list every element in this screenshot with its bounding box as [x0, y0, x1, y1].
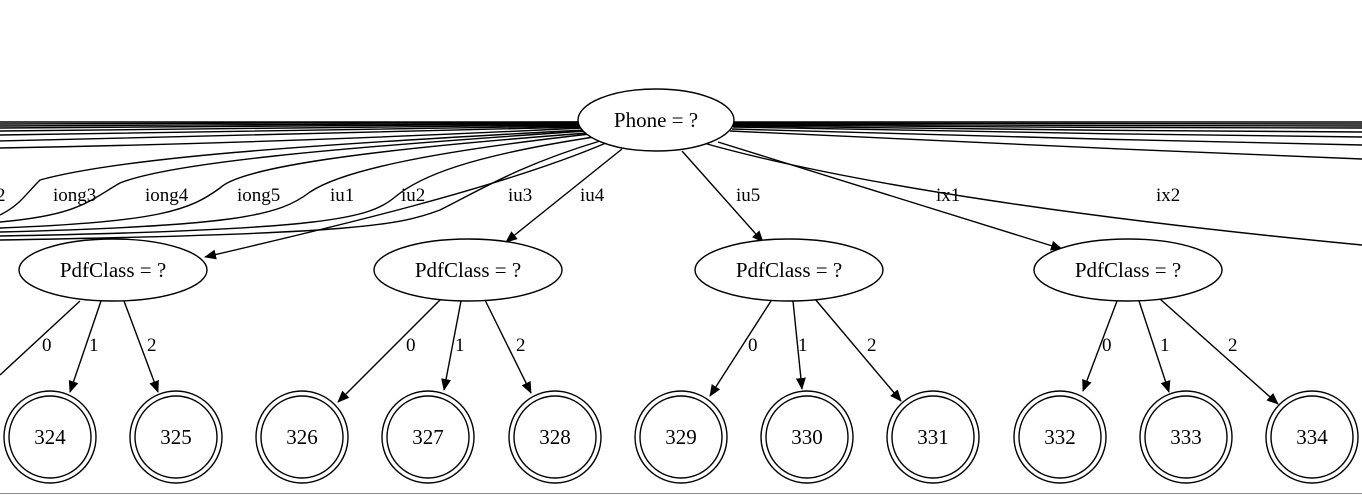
pdf-node-2-label: PdfClass = ?: [415, 258, 521, 282]
pdf3-edge-2: [814, 298, 902, 402]
edge-iu4: [505, 148, 623, 243]
pdf1-edge-0: [0, 300, 81, 376]
leaf-label-330: 330: [791, 425, 823, 449]
pdf2-edge-0: [337, 299, 441, 403]
pdf-node-3: PdfClass = ? 0 1 2 329 330 331: [634, 238, 980, 484]
pdf-node-4-label: PdfClass = ?: [1075, 258, 1181, 282]
leaf-label-328: 328: [539, 425, 571, 449]
leaf-node-329: 329: [634, 390, 728, 484]
edge-label-iu2: iu2: [401, 185, 425, 206]
leaf-label-327: 327: [412, 425, 444, 449]
root-node-label: Phone = ?: [614, 108, 698, 132]
pdf2-edge-label-2: 2: [516, 335, 526, 356]
pdf4-edge-label-1: 1: [1160, 335, 1170, 356]
pdf-node-4: PdfClass = ? 0 1 2 332 333 334: [1013, 238, 1359, 484]
pdf1-edge-2: [123, 300, 159, 393]
edge-label-iu4: iu4: [580, 185, 605, 206]
leaf-label-333: 333: [1170, 425, 1202, 449]
pdf-node-2: PdfClass = ? 0 1 2 326 327 328: [255, 238, 602, 484]
pdf4-edge-1: [1138, 300, 1171, 393]
leaf-label-332: 332: [1044, 425, 1076, 449]
leaf-node-327: 327: [381, 390, 475, 484]
edge-iu3: [204, 142, 607, 260]
edge-label-iong3: iong3: [53, 185, 96, 206]
pdf1-edge-label-0: 0: [42, 335, 52, 356]
pdf4-edge-0: [1082, 300, 1118, 392]
leaf-node-325: 325: [129, 390, 223, 484]
pdf3-edge-label-2: 2: [867, 335, 877, 356]
root-node: Phone = ?: [577, 88, 735, 152]
pdf2-edge-1: [441, 300, 462, 391]
pdf-node-1-label: PdfClass = ?: [60, 258, 166, 282]
pdf1-edge-label-2: 2: [147, 335, 157, 356]
leaf-node-328: 328: [508, 390, 602, 484]
pdf4-edge-label-2: 2: [1228, 335, 1238, 356]
edge-ix2: [699, 141, 1362, 246]
pdf2-edge-2: [484, 299, 532, 394]
pdf3-edge-label-0: 0: [748, 335, 758, 356]
edge-label-ix2: ix2: [1156, 185, 1180, 206]
pdf3-edge-label-1: 1: [798, 335, 808, 356]
leaf-node-330: 330: [760, 390, 854, 484]
leaf-node-331: 331: [886, 390, 980, 484]
bottom-border-line: [0, 493, 1362, 494]
edge-label-iu3: iu3: [508, 185, 532, 206]
leaf-node-326: 326: [255, 390, 349, 484]
leaf-label-325: 325: [160, 425, 192, 449]
leaf-node-332: 332: [1013, 390, 1107, 484]
edge-label-iu1: iu1: [330, 185, 354, 206]
edge-label-ix1: ix1: [936, 185, 960, 206]
leaf-node-334: 334: [1265, 390, 1359, 484]
leaf-label-334: 334: [1296, 425, 1328, 449]
edge-label-iong4: iong4: [145, 185, 189, 206]
leaf-label-326: 326: [286, 425, 318, 449]
pdf1-edge-label-1: 1: [89, 335, 99, 356]
phone-edge-labels: 2 iong3 iong4 iong5 iu1 iu2 iu3 iu4 iu5 …: [0, 185, 1180, 206]
pdf-node-3-label: PdfClass = ?: [736, 258, 842, 282]
root-edges-right-bundle: [729, 121, 1362, 160]
pdf2-edge-label-0: 0: [406, 335, 416, 356]
pdf4-edge-2: [1159, 298, 1279, 405]
pdf1-edge-1: [68, 300, 102, 393]
pdf2-edge-label-1: 1: [455, 335, 465, 356]
pdf-node-1: PdfClass = ? 0 1 2 324 325: [0, 238, 223, 484]
leaf-label-331: 331: [917, 425, 949, 449]
pdf3-edge-0: [709, 300, 772, 397]
edge-label-iong5: iong5: [237, 185, 280, 206]
edge-ix1: [717, 141, 1063, 251]
edge-label-2: 2: [0, 185, 6, 206]
leaf-node-333: 333: [1139, 390, 1233, 484]
pdf3-edge-1: [792, 300, 806, 390]
edge-iu5: [681, 150, 764, 243]
edge-label-iu5: iu5: [736, 185, 760, 206]
leaf-label-324: 324: [34, 425, 66, 449]
root-edges-labeled-left: [0, 129, 601, 241]
leaf-label-329: 329: [665, 425, 697, 449]
pdf4-edge-label-0: 0: [1102, 335, 1112, 356]
leaf-node-324: 324: [3, 390, 97, 484]
